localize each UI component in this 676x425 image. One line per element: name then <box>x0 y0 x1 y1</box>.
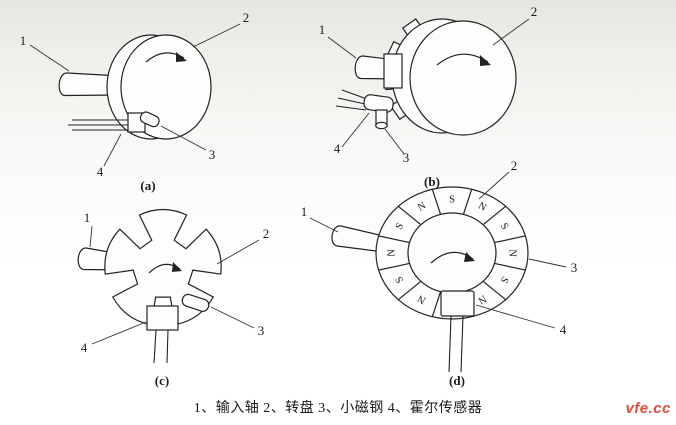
callout-1: 1 <box>319 22 326 37</box>
rotation-arrowhead <box>176 52 187 62</box>
leader-3 <box>210 306 255 329</box>
callout-4: 4 <box>97 164 104 179</box>
pole-label: N <box>507 249 518 257</box>
hall-sensor <box>146 305 179 364</box>
callout-2: 2 <box>531 4 538 19</box>
leader-4 <box>103 133 122 167</box>
panel-b: 1 2 3 4 (b) <box>319 4 538 189</box>
pole-label: S <box>394 274 407 285</box>
hall-sensor <box>68 112 146 133</box>
figure-drawing: 1 2 3 4 (a) <box>0 0 676 392</box>
leader-4 <box>91 321 147 345</box>
hall-sensor <box>335 89 394 113</box>
rotation-arrowhead <box>480 55 491 66</box>
callout-1: 1 <box>301 204 308 219</box>
leader-4 <box>475 304 556 329</box>
leader-3 <box>384 128 405 155</box>
leader-3 <box>528 258 567 268</box>
disk-face <box>409 20 517 136</box>
pole-label: N <box>387 249 398 257</box>
callout-3: 3 <box>403 150 410 165</box>
shaft-coupling <box>383 53 403 89</box>
callout-4: 4 <box>81 340 88 355</box>
rotation-arrowhead <box>464 252 475 262</box>
rotation-arrowhead <box>172 262 182 272</box>
leader-2 <box>492 18 530 46</box>
leader-1 <box>29 44 70 72</box>
callout-3: 3 <box>258 323 265 338</box>
callout-1: 1 <box>20 33 27 48</box>
leader-2 <box>216 239 260 265</box>
panel-d: N S N S N S N S N S N S <box>301 158 578 388</box>
callout-1: 1 <box>84 210 91 225</box>
leader-1 <box>309 217 339 233</box>
magnet-ring-segments <box>378 189 526 317</box>
pole-label: S <box>498 221 511 232</box>
small-magnet <box>375 109 388 130</box>
callout-4: 4 <box>560 322 567 337</box>
callout-2: 2 <box>243 10 250 25</box>
callout-2: 2 <box>263 226 270 241</box>
pole-label: S <box>449 195 455 206</box>
pole-label: S <box>394 221 407 232</box>
panel-c: 1 2 3 4 (c) <box>77 208 270 388</box>
panel-a-label: (a) <box>140 178 155 193</box>
small-magnet <box>181 293 210 312</box>
panel-c-label: (c) <box>155 373 169 388</box>
hall-sensor <box>440 290 475 373</box>
panel-a: 1 2 3 4 (a) <box>20 10 250 193</box>
callout-4: 4 <box>334 141 341 156</box>
leader-2 <box>478 171 510 200</box>
figure-caption: 1、输入轴 2、转盘 3、小磁钢 4、霍尔传感器 <box>193 401 483 416</box>
small-magnet <box>139 111 160 128</box>
pole-label: S <box>498 274 511 285</box>
leader-4 <box>341 112 370 148</box>
panel-b-label: (b) <box>424 174 440 189</box>
panel-d-label: (d) <box>449 373 465 388</box>
magnet-pole-labels: N S N S N S N S N S N S <box>387 195 518 312</box>
watermark: vfe.cc <box>625 400 671 417</box>
input-shaft <box>58 72 122 97</box>
input-shaft <box>331 225 389 253</box>
leader-1 <box>89 225 93 248</box>
callout-3: 3 <box>571 260 578 275</box>
callout-3: 3 <box>209 147 216 162</box>
callout-2: 2 <box>511 158 518 173</box>
leader-2 <box>192 23 241 48</box>
leader-1 <box>327 36 357 59</box>
leader-3 <box>160 125 207 151</box>
